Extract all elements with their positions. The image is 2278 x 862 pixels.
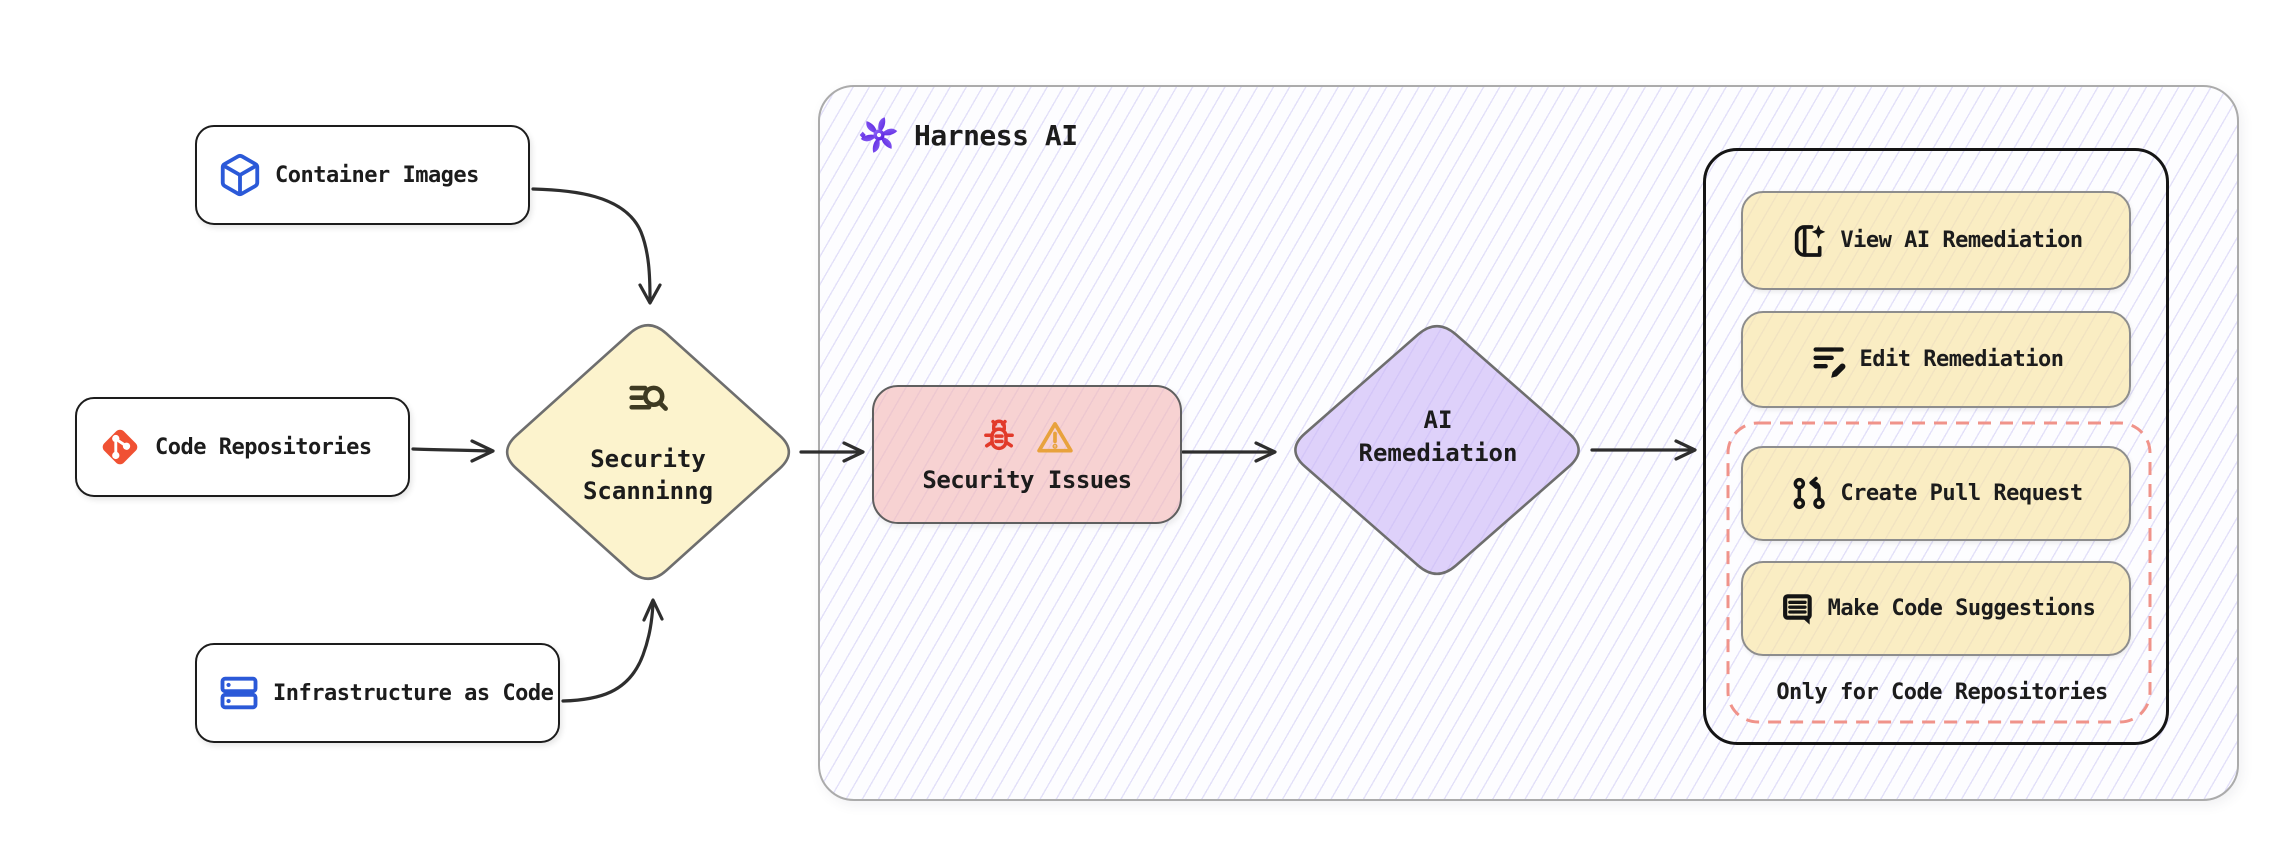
- ai-remediation-label: AI Remediation: [1358, 406, 1518, 467]
- view-ai-remediation-button: View AI Remediation: [1741, 191, 2131, 290]
- node-code-repositories: Code Repositories: [75, 397, 410, 497]
- code-suggestion-icon: [1777, 589, 1817, 629]
- git-icon: [97, 424, 143, 470]
- harness-ai-header: Harness AI: [856, 112, 1078, 158]
- warning-triangle-icon: [1034, 416, 1076, 458]
- node-infrastructure-as-code: Infrastructure as Code: [195, 643, 560, 743]
- scan-search-icon: [625, 376, 671, 422]
- server-stack-icon: [217, 671, 261, 715]
- arrow-code-repositories-to-scanning: [411, 439, 495, 463]
- harness-ai-icon: [856, 112, 902, 158]
- pull-request-icon: [1789, 474, 1829, 514]
- node-container-images: Container Images: [195, 125, 530, 225]
- security-scanning-label: Security Scanninng: [582, 445, 714, 505]
- node-label: Container Images: [275, 162, 479, 188]
- action-label: View AI Remediation: [1840, 228, 2083, 253]
- harness-ai-title: Harness AI: [914, 118, 1078, 152]
- make-code-suggestions-button: Make Code Suggestions: [1741, 561, 2131, 656]
- node-label: Infrastructure as Code: [273, 680, 554, 706]
- book-sparkle-icon: [1789, 221, 1829, 261]
- arrow-infrastructure-to-scanning: [561, 598, 664, 703]
- bug-icon: [978, 416, 1020, 458]
- edit-remediation-button: Edit Remediation: [1741, 311, 2131, 408]
- restriction-note: Only for Code Repositories: [1776, 680, 2108, 705]
- node-label: Code Repositories: [155, 434, 372, 460]
- edit-lines-icon: [1809, 340, 1849, 380]
- arrow-container-images-to-scanning: [531, 187, 662, 305]
- action-label: Edit Remediation: [1859, 347, 2064, 372]
- security-issues-label: Security Issues: [922, 465, 1132, 494]
- action-label: Make Code Suggestions: [1827, 596, 2096, 621]
- create-pull-request-button: Create Pull Request: [1741, 446, 2131, 541]
- cube-icon: [217, 152, 263, 198]
- node-security-issues: Security Issues: [872, 385, 1182, 524]
- action-label: Create Pull Request: [1840, 481, 2083, 506]
- actions-panel: View AI Remediation Edit Remediation: [1703, 148, 2169, 745]
